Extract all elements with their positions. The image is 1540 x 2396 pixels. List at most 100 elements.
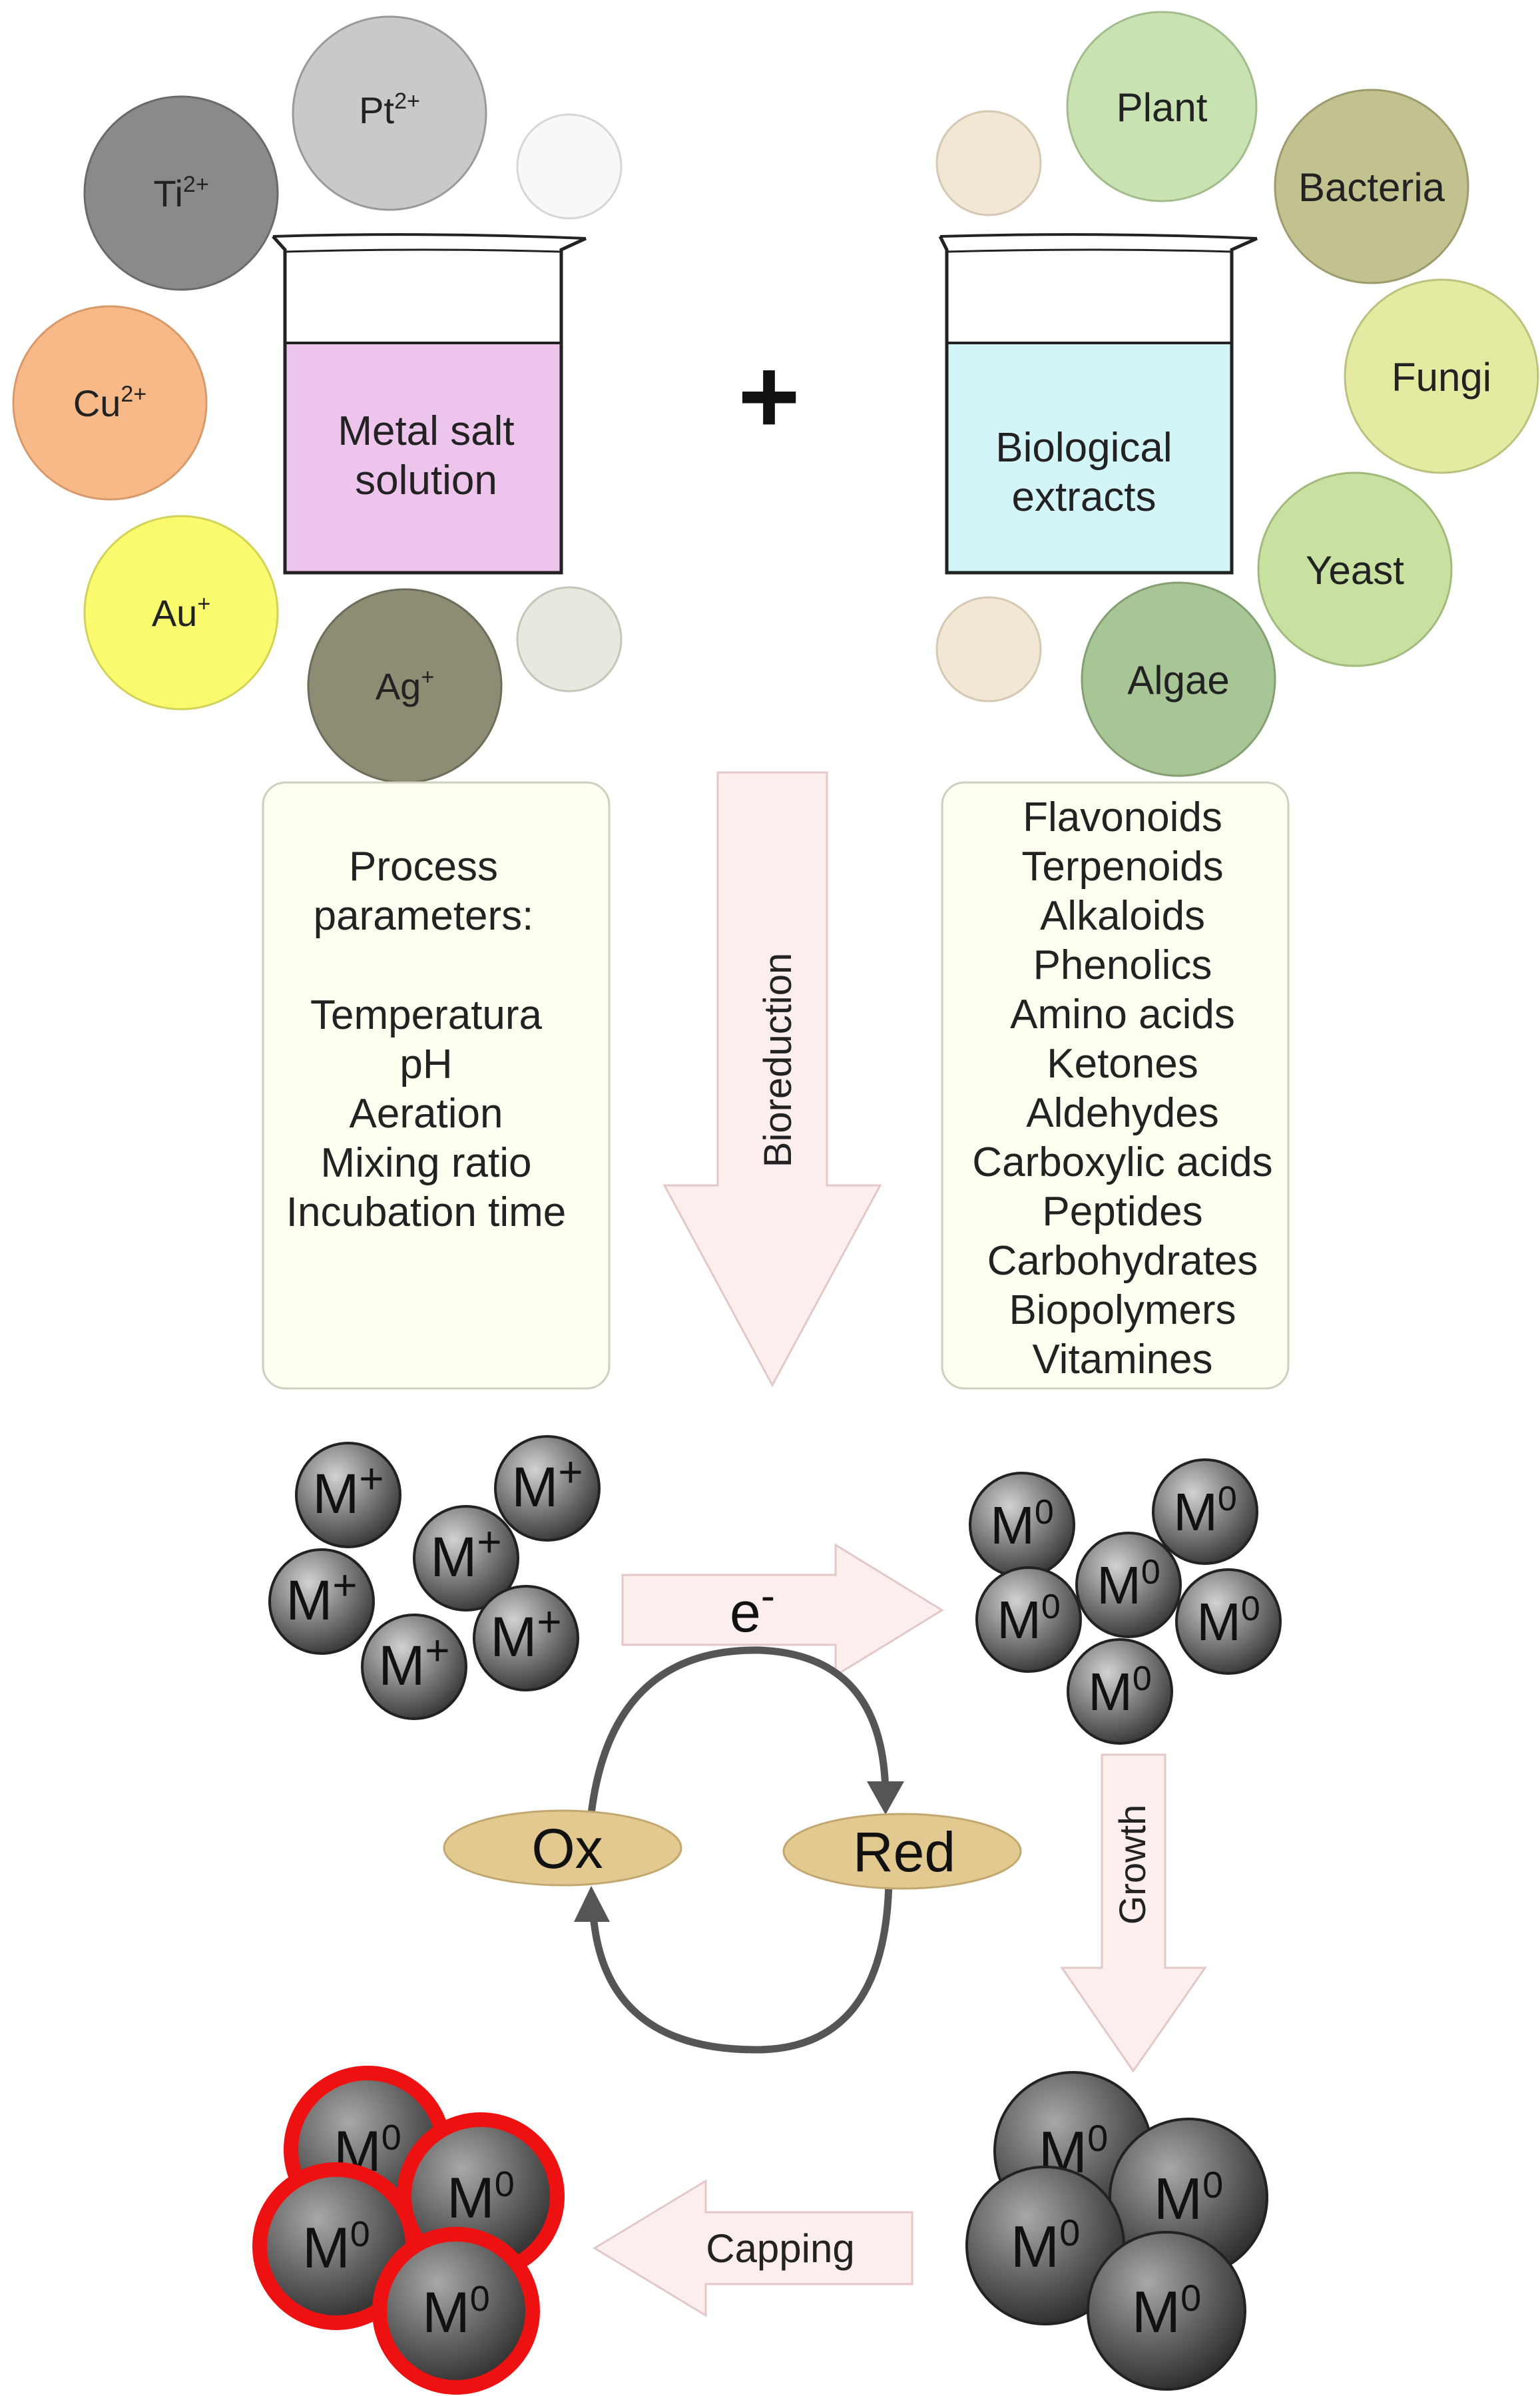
bio-beaker-label-line2: extracts — [1011, 474, 1156, 520]
growth-arrow-shape — [1060, 1753, 1207, 2073]
ti-circle — [83, 95, 279, 291]
algae-circle — [1081, 581, 1276, 777]
process-item: pH — [399, 1042, 452, 1087]
au-circle — [83, 515, 279, 711]
plant-label: Plant — [1117, 85, 1208, 130]
bioreduction-arrow: Bioreduction — [662, 771, 882, 1388]
metal-ion-cu: Cu2+ — [12, 305, 208, 501]
ion-particle: M+ — [268, 1548, 375, 1655]
biomolecules-box: Flavonoids Terpenoids Alkaloids Phenolic… — [941, 781, 1290, 1390]
svg-text:M+: M+ — [430, 1518, 501, 1588]
svg-text:M0: M0 — [1173, 1480, 1237, 1542]
metal-atom-cluster: M0 M0 M0 M0 M0 M0 — [969, 1458, 1282, 1745]
ion-particle: M+ — [494, 1435, 601, 1542]
bio-source-bacteria: Bacteria — [1274, 89, 1469, 284]
cu-circle — [12, 305, 208, 501]
grown-nanoparticle-cluster: M0 M0 M0 M0 — [965, 2071, 1268, 2391]
metal-ion-ag: Ag+ — [307, 588, 503, 784]
capping-arrow: Capping — [593, 2179, 913, 2317]
grown-particle: M0 — [965, 2166, 1125, 2325]
atom-particle: M0 — [969, 1472, 1075, 1578]
electron-arrow-shape — [621, 1543, 944, 1677]
svg-text:M+: M+ — [286, 1561, 357, 1632]
growth-label: Growth — [1111, 1805, 1153, 1925]
bio-liquid — [947, 343, 1232, 573]
bio-beaker-glass — [938, 235, 1258, 575]
decor-circle-bottom — [516, 586, 623, 693]
svg-text:M0: M0 — [302, 2214, 370, 2280]
biomolecule-item: Ketones — [1047, 1041, 1198, 1087]
svg-text:M+: M+ — [378, 1626, 449, 1697]
red-label: Red — [853, 1821, 955, 1883]
cycle-arrow-top — [585, 1646, 890, 1835]
svg-text:M0: M0 — [1088, 1659, 1152, 1721]
algae-label: Algae — [1127, 658, 1229, 703]
cycle-arrowhead-down — [867, 1781, 904, 1815]
svg-text:M0: M0 — [447, 2164, 515, 2230]
bio-beaker-rim-inner — [946, 248, 1232, 253]
metal-ion-pt: Pt2+ — [292, 15, 487, 211]
biomolecule-item: Aldehydes — [1026, 1090, 1219, 1136]
biomolecules-box-frame — [941, 781, 1290, 1390]
capped-nanoparticle-cluster: M0 M0 M0 M0 — [252, 2066, 565, 2395]
svg-text:M+: M+ — [312, 1454, 384, 1525]
capping-arrow-shape — [593, 2179, 913, 2317]
metal-beaker-label-line2: solution — [355, 457, 497, 503]
svg-text:M0: M0 — [1154, 2164, 1223, 2232]
svg-text:M+: M+ — [490, 1598, 561, 1668]
metal-ion-group: Pt2+ Ti2+ Cu2+ Au+ Ag+ — [12, 15, 623, 784]
biomolecule-item: Carbohydrates — [987, 1238, 1258, 1284]
process-title-line1: Process — [349, 844, 498, 890]
biomolecule-item: Terpenoids — [1021, 844, 1223, 890]
metal-salt-beaker: Metal salt solution — [272, 233, 587, 575]
ion-particle: M+ — [413, 1505, 519, 1612]
svg-text:M0: M0 — [990, 1493, 1054, 1555]
bacteria-circle — [1274, 89, 1469, 284]
plant-circle — [1066, 11, 1258, 202]
metal-beaker-rim — [272, 233, 587, 240]
capping-label: Capping — [706, 2226, 855, 2271]
biomolecule-item: Peptides — [1042, 1189, 1202, 1235]
metal-ion-cluster: M+ M+ M+ M+ M+ M+ — [268, 1435, 601, 1720]
atom-particle: M0 — [1152, 1458, 1258, 1565]
bio-source-algae: Algae — [1081, 581, 1276, 777]
svg-text:M+: M+ — [511, 1448, 583, 1518]
biomolecule-item: Alkaloids — [1040, 893, 1205, 939]
bio-decor-circle-bottom — [935, 596, 1042, 703]
atom-particle: M0 — [1067, 1638, 1173, 1745]
svg-text:M0: M0 — [1011, 2212, 1080, 2279]
growth-arrow: Growth — [1060, 1753, 1207, 2073]
process-box-frame — [262, 781, 611, 1390]
process-title-line2: parameters: — [314, 893, 534, 939]
bio-source-group: Plant Bacteria Fungi Yeast Algae — [935, 11, 1539, 777]
svg-text:M0: M0 — [1196, 1590, 1260, 1651]
biomolecule-item: Amino acids — [1010, 992, 1235, 1038]
bioreduction-label: Bioreduction — [756, 953, 800, 1167]
metal-beaker-label-line1: Metal salt — [338, 408, 514, 454]
electron-label: e- — [730, 1572, 775, 1644]
ion-particle: M+ — [473, 1585, 579, 1691]
process-item: Mixing ratio — [321, 1140, 532, 1186]
biomolecule-item: Phenolics — [1033, 942, 1212, 988]
process-item: Temperatura — [310, 992, 543, 1038]
capped-particle: M0 — [372, 2227, 540, 2395]
bio-source-fungi: Fungi — [1344, 278, 1539, 474]
svg-text:M0: M0 — [997, 1588, 1061, 1649]
biological-extract-beaker: Biological extracts — [938, 233, 1258, 575]
plus-sign: + — [738, 336, 800, 455]
bio-beaker-label-line1: Biological — [995, 425, 1172, 471]
fungi-circle — [1344, 278, 1539, 474]
bio-source-yeast: Yeast — [1257, 471, 1453, 667]
ti-label: Ti2+ — [153, 172, 208, 214]
cycle-arrow-bottom — [589, 1881, 893, 2054]
fungi-label: Fungi — [1392, 355, 1491, 400]
yeast-label: Yeast — [1306, 548, 1404, 593]
atom-particle: M0 — [1075, 1532, 1182, 1638]
redox-cycle: Ox Red — [443, 1646, 1022, 2054]
cycle-arrowhead-up — [574, 1886, 610, 1922]
metal-liquid — [285, 343, 561, 573]
metal-beaker-glass — [272, 235, 587, 575]
cu-label: Cu2+ — [73, 382, 146, 424]
metal-beaker-rim-inner — [284, 248, 562, 253]
svg-text:M0: M0 — [1097, 1553, 1160, 1615]
